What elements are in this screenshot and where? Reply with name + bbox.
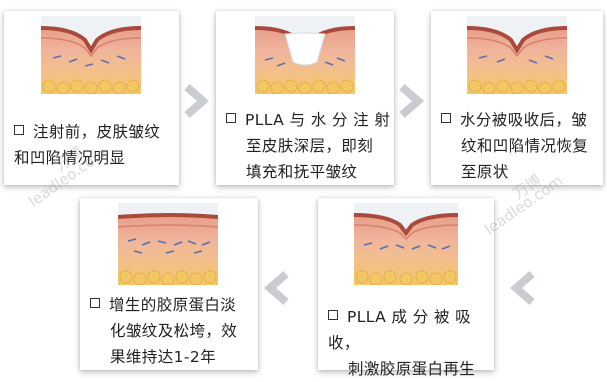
skin-illustration-collagen [118, 203, 218, 285]
checkbox-icon [441, 113, 451, 123]
skin-illustration-after-absorption [467, 16, 567, 94]
step-5-line-2: 刺激胶原蛋白再生 [328, 356, 492, 382]
step-3-line-3: 至原状 [441, 159, 601, 185]
step-card-1: 注射前，皮肤皱纹 和凹陷情况明显 [4, 11, 179, 185]
skin-illustration-injection [255, 16, 355, 94]
step-card-3: 水分被吸收后，皱 纹和凹陷情况恢复 至原状 [431, 11, 603, 185]
step-card-4: 增生的胶原蛋白淡 化皱纹及松垮，效 果维持达1-2年 [80, 198, 258, 370]
checkbox-icon [90, 298, 100, 308]
chevron-left-icon [508, 268, 542, 308]
step-2-line-2: 至皮肤深层，即刻 [226, 133, 392, 159]
chevron-right-icon [181, 81, 215, 121]
chevron-right-icon [396, 81, 430, 121]
step-4-line-3: 果维持达1-2年 [90, 344, 256, 370]
step-4-line-1: 增生的胶原蛋白淡 [90, 292, 256, 318]
step-2-line-1: PLLA 与 水 分 注 射 [226, 107, 392, 133]
step-3-line-2: 纹和凹陷情况恢复 [441, 133, 601, 159]
checkbox-icon [328, 310, 338, 320]
checkbox-icon [14, 125, 24, 135]
step-3-line-1: 水分被吸收后，皱 [441, 107, 601, 133]
step-1-line-2: 和凹陷情况明显 [14, 145, 174, 171]
step-2-line-3: 填充和抚平皱纹 [226, 159, 392, 185]
step-card-5: PLLA 成 分 被 吸 收， 刺激胶原蛋白再生 [318, 198, 494, 370]
chevron-left-icon [262, 268, 296, 308]
step-1-line-1: 注射前，皮肤皱纹 [14, 119, 174, 145]
skin-illustration-before [41, 16, 141, 94]
step-5-line-1: PLLA 成 分 被 吸 收， [328, 304, 492, 356]
step-4-line-2: 化皱纹及松垮，效 [90, 318, 256, 344]
checkbox-icon [226, 113, 236, 123]
step-card-2: PLLA 与 水 分 注 射 至皮肤深层，即刻 填充和抚平皱纹 [216, 11, 394, 185]
skin-illustration-plla-absorbed [354, 203, 458, 285]
